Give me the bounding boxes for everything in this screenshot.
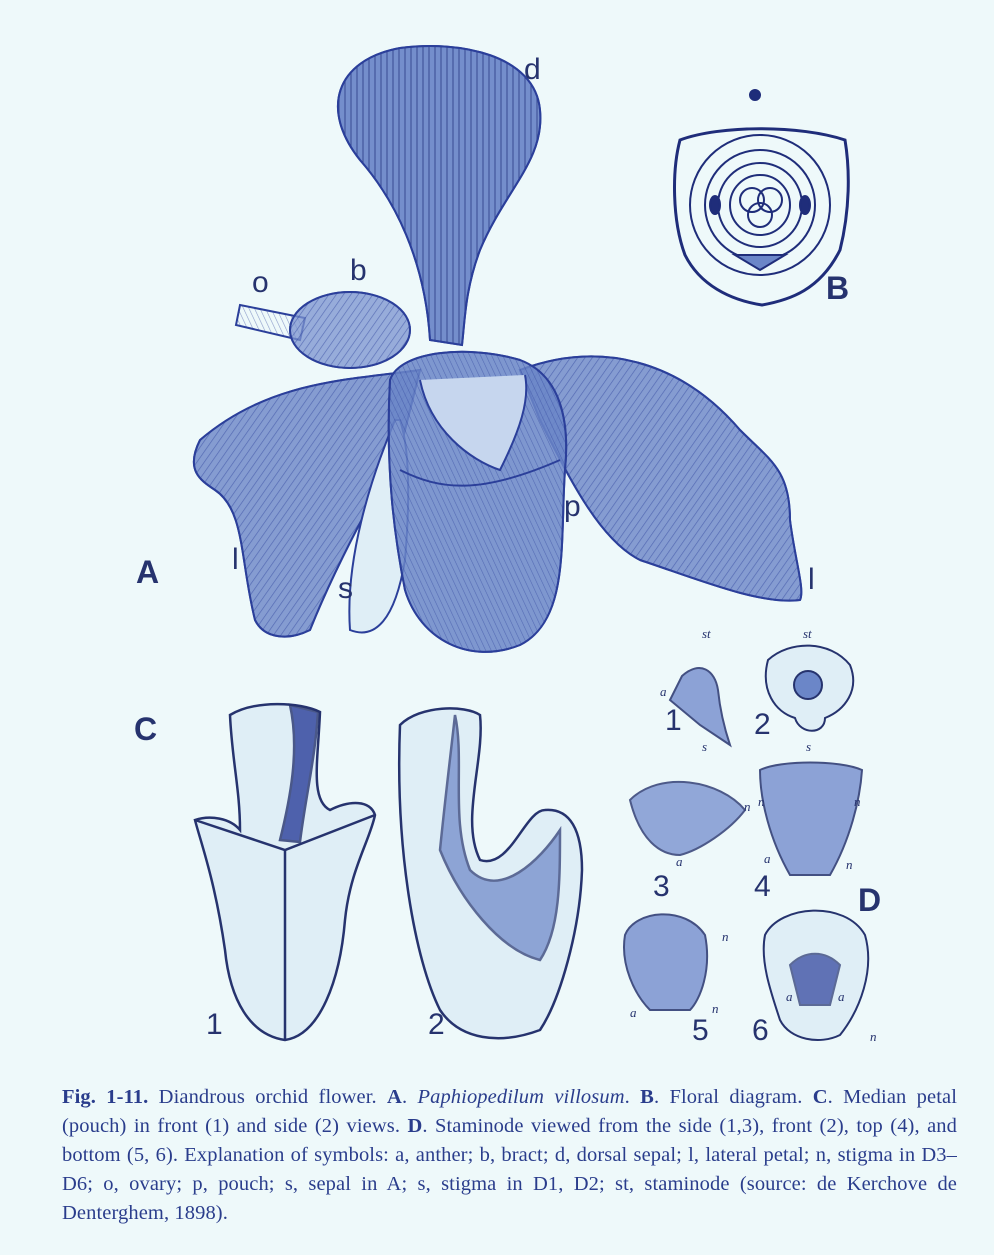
panel-label-A: A — [136, 556, 159, 588]
label-C1: 1 — [206, 1010, 223, 1040]
orchid-flower-A — [194, 46, 802, 652]
label-a-6b: a — [838, 990, 845, 1003]
label-a-3: a — [676, 855, 683, 868]
label-n-5b: n — [712, 1002, 719, 1015]
label-b: b — [350, 256, 367, 286]
caption-text-2: . — [402, 1086, 418, 1108]
label-n-4b: n — [854, 795, 861, 808]
label-st-2: st — [803, 627, 812, 640]
label-s: s — [338, 574, 353, 604]
label-s-1: s — [702, 740, 707, 753]
label-s-2: s — [806, 740, 811, 753]
label-D5: 5 — [692, 1016, 709, 1046]
pouch-views-C — [195, 704, 582, 1040]
caption-D: D — [407, 1115, 422, 1137]
label-C2: 2 — [428, 1010, 445, 1040]
caption-C: C — [813, 1086, 828, 1108]
figure-illustration: d o b p s l l A B C 1 2 D 1 2 3 4 5 6 st… — [0, 0, 994, 1070]
staminode-views-D — [624, 646, 868, 1040]
label-n-4a: n — [758, 795, 765, 808]
label-a-4: a — [764, 852, 771, 865]
floral-diagram-B — [675, 90, 849, 305]
label-D2: 2 — [754, 710, 771, 740]
label-a-6a: a — [786, 990, 793, 1003]
label-D6: 6 — [752, 1016, 769, 1046]
caption-text-4: . Floral diagram. — [654, 1086, 813, 1108]
panel-label-B: B — [826, 272, 849, 304]
caption-fig-number: Fig. 1-11. — [62, 1086, 148, 1108]
label-n-6: n — [870, 1030, 877, 1043]
label-n-3: n — [744, 800, 751, 813]
label-st-1: st — [702, 627, 711, 640]
label-n-5: n — [722, 930, 729, 943]
caption-A: A — [387, 1086, 402, 1108]
label-d: d — [524, 55, 541, 85]
figure-caption: Fig. 1-11. Diandrous orchid flower. A. P… — [62, 1083, 957, 1228]
label-o: o — [252, 268, 269, 298]
label-p: p — [564, 492, 581, 522]
label-D4: 4 — [754, 872, 771, 902]
label-D3: 3 — [653, 872, 670, 902]
staminode-D5 — [624, 914, 707, 1010]
orchid-drawing — [0, 0, 994, 1070]
panel-label-C: C — [134, 713, 157, 745]
caption-text-1: Diandrous orchid flower. — [148, 1086, 387, 1108]
label-l-left: l — [232, 545, 239, 575]
caption-species: Paphiopedilum villosum — [417, 1086, 624, 1108]
label-n-4c: n — [846, 858, 853, 871]
label-D1: 1 — [665, 706, 682, 736]
label-l-right: l — [808, 565, 815, 595]
panel-label-D: D — [858, 884, 881, 916]
label-a-5: a — [630, 1006, 637, 1019]
caption-text-3: . — [625, 1086, 641, 1108]
staminode-D3 — [630, 782, 745, 855]
caption-B: B — [640, 1086, 654, 1108]
label-a-1: a — [660, 685, 667, 698]
